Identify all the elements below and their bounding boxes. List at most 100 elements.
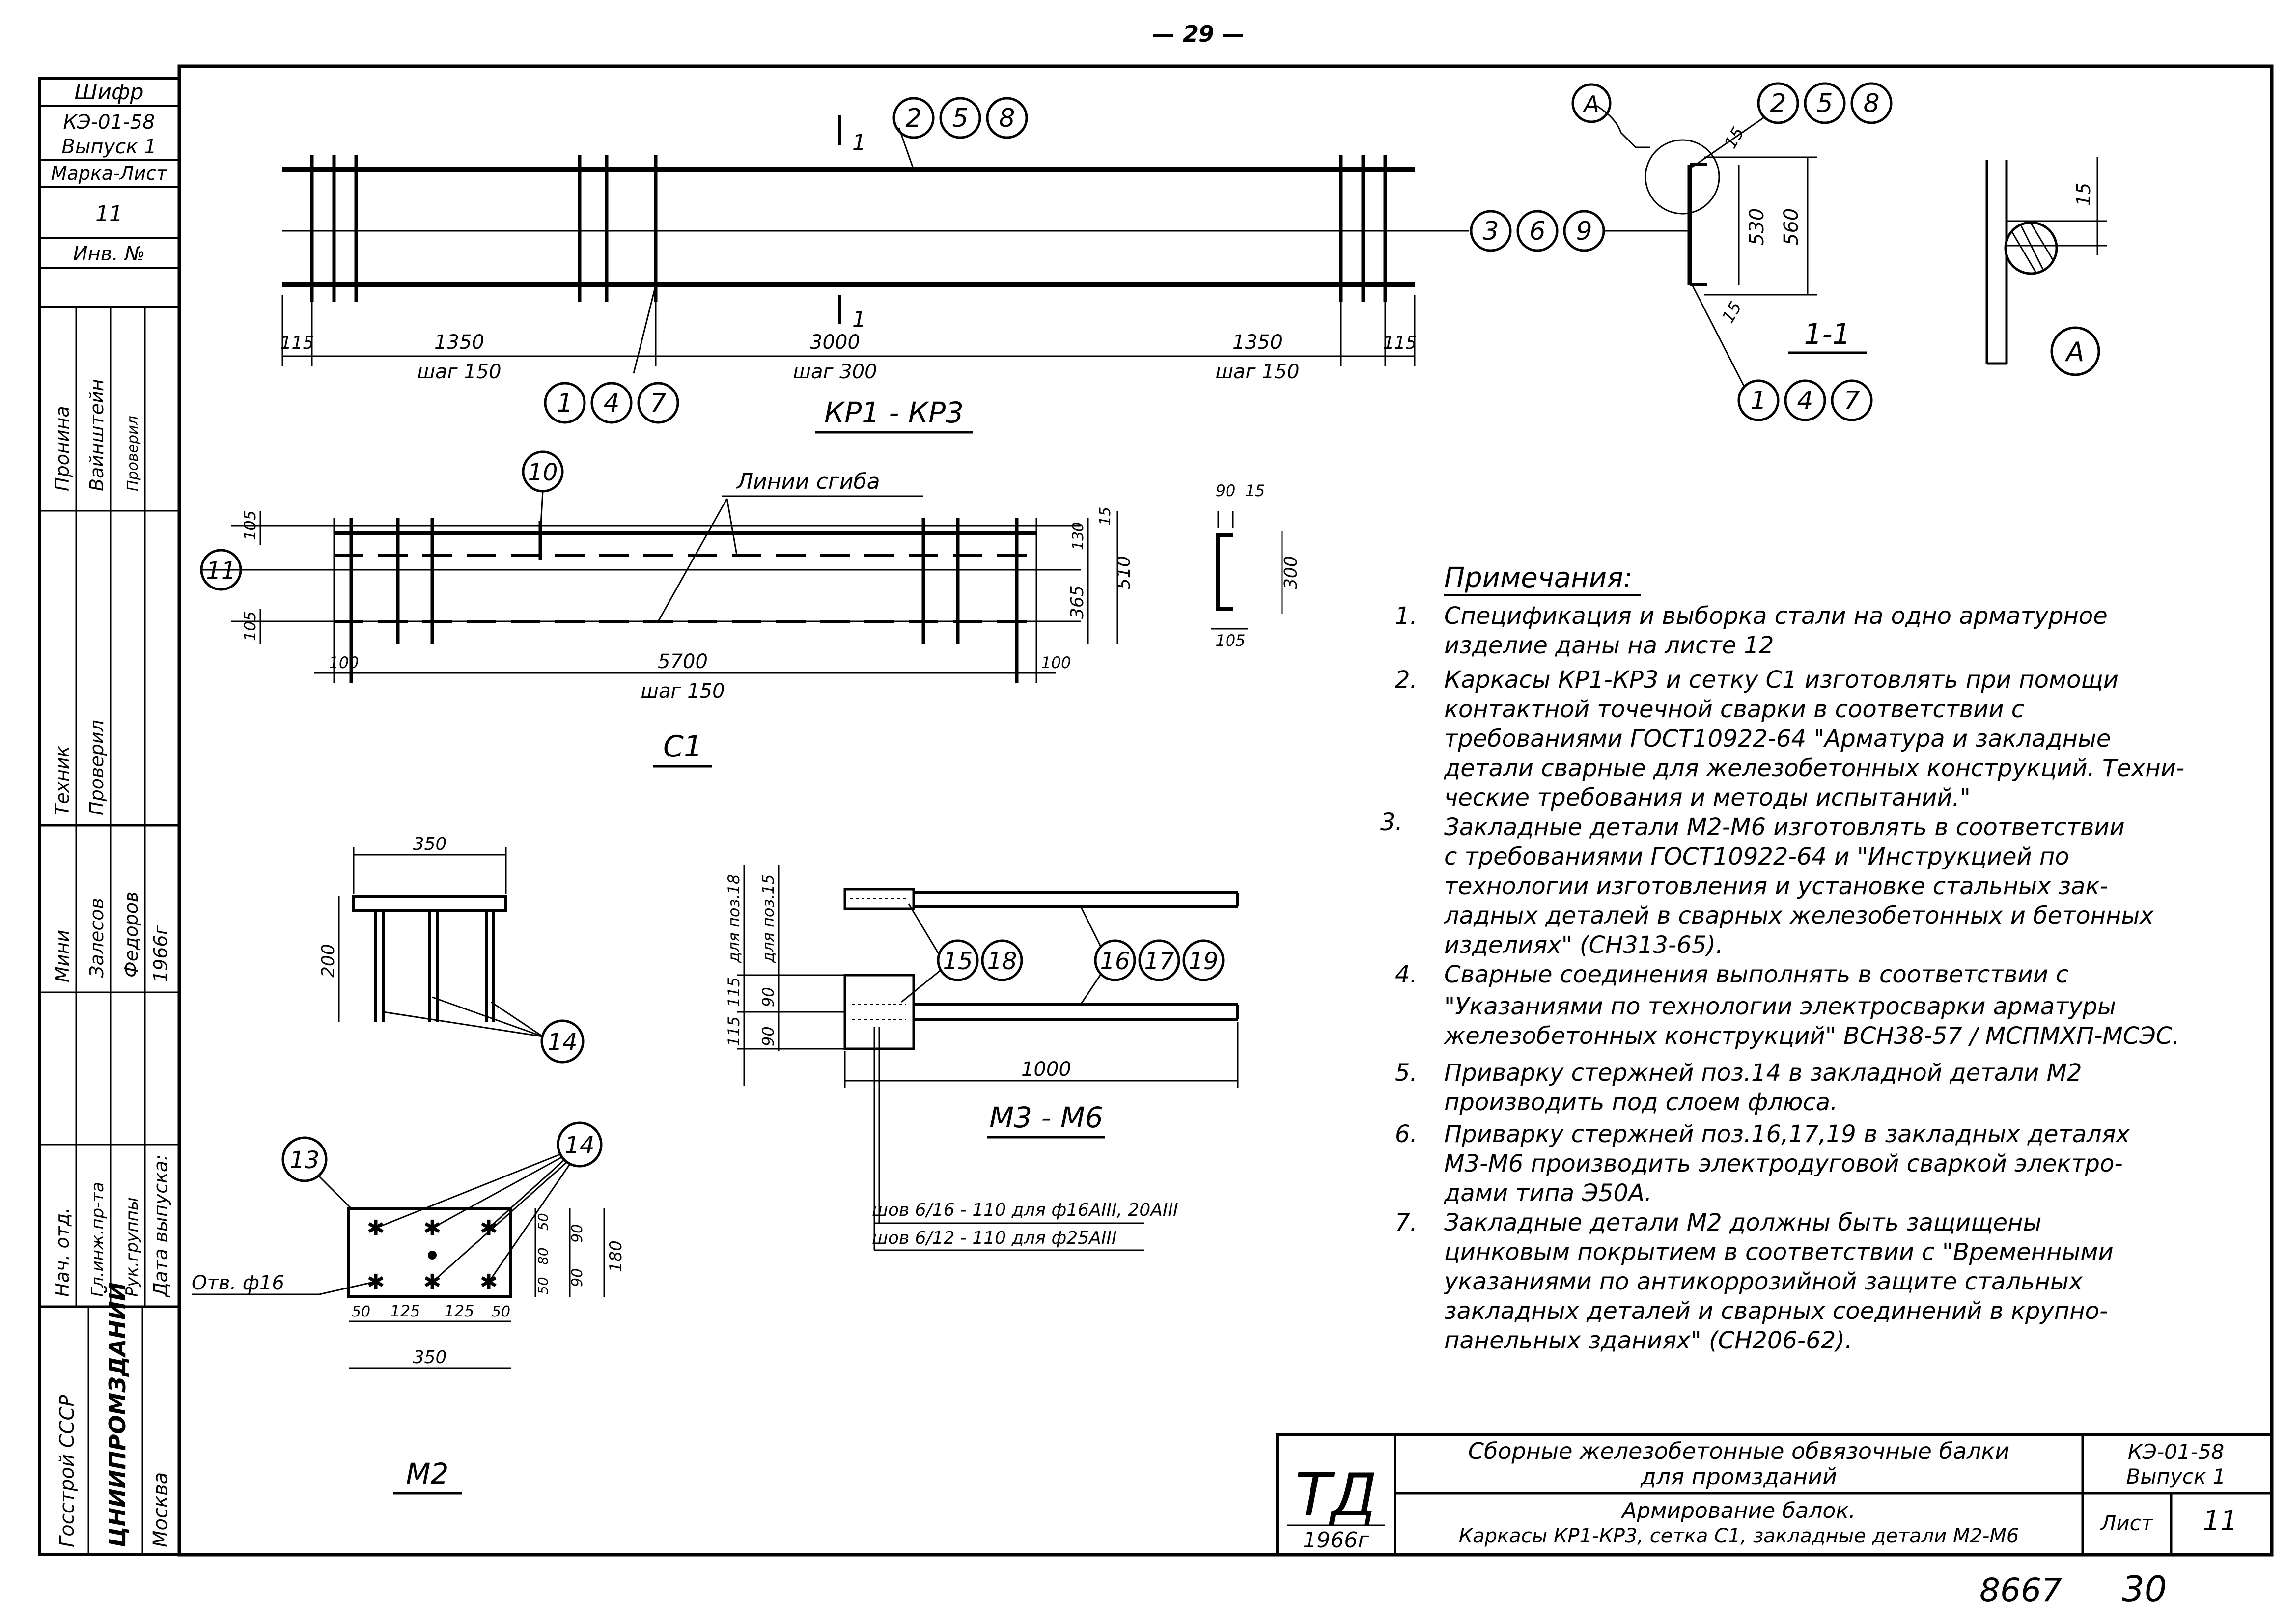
m3-callout-15: 15	[943, 948, 973, 975]
detail-a-label: А	[2065, 336, 2085, 367]
m2-dim-180: 180	[606, 1240, 626, 1272]
m3-dim-1000: 1000	[1021, 1058, 1071, 1081]
m3-callout-19: 19	[1188, 948, 1218, 975]
detail-a-dim-15: 15	[2073, 183, 2094, 206]
c1-dim-15: 15	[1097, 507, 1114, 526]
c1-dim-130: 130	[1070, 522, 1087, 550]
title-block-code: КЭ-01-58	[2128, 1440, 2224, 1464]
cipher-value: КЭ-01-58	[63, 111, 155, 134]
note-5-line-1: Приварку стержней поз.14 в закладной дет…	[1444, 1059, 2082, 1087]
name-checked-sign: Проверил	[124, 416, 141, 491]
mini-label: Мини	[52, 930, 73, 982]
kr-dim-1350-left: 1350	[434, 331, 484, 354]
m3-callout-18: 18	[987, 948, 1017, 975]
role-group-head: Рук.группы	[122, 1197, 142, 1297]
kr-section-mark-bottom: 1	[852, 307, 866, 332]
note-4-line-2: "Указаниями по технологии электросварки …	[1444, 993, 2116, 1020]
note-3-num: 3.	[1380, 809, 1403, 836]
role-chief-engineer: Гл.инж.пр-та	[88, 1182, 108, 1297]
kr-callout-9: 9	[1576, 217, 1592, 246]
title-block-year: 1966г	[1303, 1528, 1369, 1553]
note-3-line-5: изделиях" (СН313-65).	[1444, 931, 1723, 959]
name-fedorov: Федоров	[120, 892, 142, 978]
section-title: 1-1	[1804, 317, 1851, 351]
c1-dim-510: 510	[1114, 556, 1134, 589]
kr-callout-7: 7	[650, 389, 666, 418]
section-callout-8: 8	[1863, 89, 1879, 118]
c1-title: С1	[663, 729, 702, 764]
kr-step-left: шаг 150	[417, 361, 501, 383]
section-callout-4: 4	[1797, 386, 1813, 416]
title-block-title-2: для промзданий	[1640, 1463, 1837, 1490]
section-callout-1: 1	[1750, 386, 1766, 416]
note-2-line-5: ческие требования и методы испытаний."	[1444, 784, 1971, 812]
kr-callout-6: 6	[1529, 217, 1545, 246]
detail-a-bar-section	[2004, 221, 2058, 275]
section-callout-2: 2	[1770, 89, 1786, 118]
role-technician: Техник	[52, 746, 73, 815]
view-m3-m6: 15 18 16 17 19 для поз.18 для поз.15 115…	[725, 865, 1239, 1251]
inv-label: Инв. №	[73, 243, 145, 265]
section-callout-7: 7	[1843, 386, 1860, 416]
note-4-line-3: железобетонных конструкций" ВСН38-57 / М…	[1444, 1022, 2180, 1050]
note-3-line-1: Закладные детали М2-М6 изготовлять в соо…	[1444, 813, 2125, 841]
m3-callout-16: 16	[1100, 948, 1130, 975]
m3-weld-note-1: шов 6/16 - 110 для ф16АIII, 20АIII	[872, 1200, 1178, 1220]
kr-step-right: шаг 150	[1215, 361, 1299, 383]
section-callout-5: 5	[1816, 89, 1833, 118]
c1-bend-label: Линии сгиба	[736, 469, 880, 494]
c1-section-dim-90: 90	[1216, 481, 1236, 500]
note-6-line-2: М3-М6 производить электродуговой сваркой…	[1444, 1150, 2123, 1177]
note-7-line-2: цинковым покрытием в соответствии с "Вре…	[1444, 1238, 2114, 1266]
m2-callout-14: 14	[564, 1132, 594, 1159]
note-7-line-3: указаниями по антикоррозийной защите ста…	[1443, 1268, 2083, 1295]
title-block: ТД 1966г Сборные железобетонные обвязочн…	[1276, 1433, 2273, 1556]
mark-sheet-value: 11	[95, 201, 123, 226]
m2-dim-125-b: 125	[444, 1302, 474, 1320]
m2-dim-90-bottom: 90	[569, 1268, 586, 1287]
mark-sheet-label: Марка-Лист	[51, 163, 168, 184]
view-c1-section: 90 15 300 105	[1211, 481, 1301, 650]
note-6-line-1: Приварку стержней поз.16,17,19 в закладн…	[1444, 1120, 2130, 1148]
note-3-line-3: технологии изготовления и установке стал…	[1444, 872, 2108, 900]
c1-step: шаг 150	[641, 680, 725, 702]
view-c1-mesh: Линии сгиба 10 11 105 105 100 5700 100 ш…	[200, 450, 1134, 768]
title-block-subtitle-1: Армирование балок.	[1620, 1498, 1856, 1523]
side-stamp: Шифр КЭ-01-58 Выпуск 1 Марка-Лист 11 Инв…	[38, 77, 181, 1556]
notes-title: Примечания:	[1444, 562, 1633, 594]
note-3-line-4: ладных деталей в сварных железобетонных …	[1444, 902, 2154, 929]
view-detail-a: 15 А	[1985, 157, 2107, 376]
m3-label-pos18: для поз.18	[725, 874, 743, 963]
note-7-line-5: панельных зданиях" (СН206-62).	[1444, 1327, 1852, 1354]
note-7-line-4: закладных деталей и сварных соединений в…	[1444, 1297, 2108, 1325]
note-1-num: 1.	[1395, 602, 1418, 630]
m3-dim-115-b: 115	[725, 1016, 743, 1046]
kr-dim-115-right: 115	[1383, 333, 1417, 353]
c1-section-dim-105: 105	[1215, 631, 1245, 650]
note-7-num: 7.	[1395, 1209, 1418, 1236]
c1-dim-100-left: 100	[329, 653, 359, 672]
section-dim-15-top: 15	[1721, 124, 1748, 152]
note-6-line-3: дами типа Э50А.	[1444, 1179, 1652, 1207]
note-7-line-1: Закладные детали М2 должны быть защищены	[1444, 1209, 2041, 1236]
m2-dim-50-left: 50	[352, 1303, 370, 1320]
page-number: — 29 —	[1152, 21, 1245, 47]
kr-dim-3000: 3000	[810, 331, 860, 354]
note-2-line-1: Каркасы КР1-КР3 и сетку С1 изготовлять п…	[1444, 666, 2119, 694]
c1-section-dim-300: 300	[1281, 556, 1301, 589]
note-1-line-2: изделие даны на листе 12	[1444, 632, 1774, 659]
role-checked: Проверил	[86, 720, 108, 815]
kr-dim-1350-right: 1350	[1232, 331, 1282, 354]
name-pronina: Пронина	[52, 406, 73, 491]
stamp-year: 1966г	[150, 924, 171, 982]
c1-dim-365: 365	[1067, 585, 1087, 619]
m2-dim-125-a: 125	[390, 1302, 420, 1320]
name-zalesov: Залесов	[86, 898, 108, 978]
section-callout-a: А	[1582, 91, 1599, 117]
kr-dim-115-left: 115	[280, 333, 314, 353]
title-block-logo: ТД	[1295, 1461, 1377, 1530]
cipher-issue: Выпуск 1	[61, 136, 156, 158]
kr-callout-4: 4	[603, 389, 619, 418]
m2-hole-2: ✱	[423, 1216, 442, 1241]
